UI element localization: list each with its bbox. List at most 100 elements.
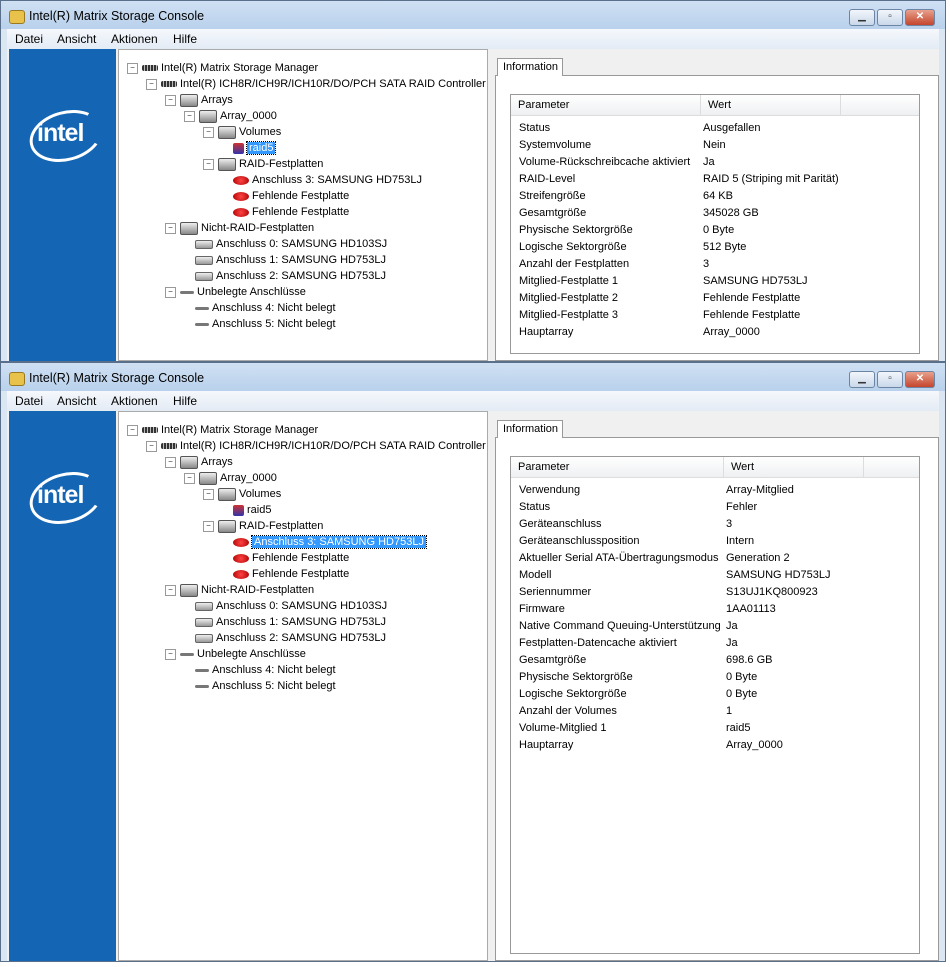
minimize-button[interactable]: ▁ bbox=[849, 371, 875, 388]
collapse-toggle[interactable]: − bbox=[165, 456, 176, 468]
tab-information[interactable]: Information bbox=[497, 58, 563, 76]
menu-hilfe[interactable]: Hilfe bbox=[173, 32, 198, 46]
collapse-toggle[interactable]: − bbox=[203, 488, 214, 500]
collapse-toggle[interactable]: − bbox=[127, 62, 138, 74]
menu-aktionen[interactable]: Aktionen bbox=[111, 32, 158, 46]
tab-information[interactable]: Information bbox=[497, 420, 563, 438]
tree-item[interactable]: −Intel(R) Matrix Storage Manager bbox=[127, 422, 318, 438]
tree-item[interactable]: −RAID-Festplatten bbox=[203, 518, 323, 534]
tree-item[interactable]: Anschluss 3: SAMSUNG HD753LJ bbox=[218, 534, 427, 550]
tree-item[interactable]: −Array_0000 bbox=[184, 108, 277, 124]
collapse-toggle[interactable]: − bbox=[165, 648, 176, 660]
column-header-wert[interactable]: Wert bbox=[724, 457, 864, 477]
device-tree[interactable]: −Intel(R) Matrix Storage Manager−Intel(R… bbox=[118, 49, 488, 361]
maximize-button[interactable]: ▫ bbox=[877, 371, 903, 388]
title-bar[interactable]: Intel(R) Matrix Storage Console ▁▫✕ bbox=[1, 363, 945, 391]
collapse-toggle[interactable]: − bbox=[203, 158, 214, 170]
tree-item[interactable]: Fehlende Festplatte bbox=[218, 566, 349, 582]
tree-item[interactable]: −Volumes bbox=[203, 486, 281, 502]
collapse-toggle[interactable]: − bbox=[165, 222, 176, 234]
collapse-toggle[interactable]: − bbox=[165, 94, 176, 106]
tree-item[interactable]: Anschluss 5: Nicht belegt bbox=[180, 316, 336, 332]
collapse-toggle[interactable]: − bbox=[127, 424, 138, 436]
maximize-button[interactable]: ▫ bbox=[877, 9, 903, 26]
collapse-toggle[interactable]: − bbox=[165, 584, 176, 596]
menu-datei[interactable]: Datei bbox=[15, 394, 44, 408]
device-tree[interactable]: −Intel(R) Matrix Storage Manager−Intel(R… bbox=[118, 411, 488, 961]
tree-item[interactable]: Anschluss 2: SAMSUNG HD753LJ bbox=[180, 630, 386, 646]
collapse-toggle[interactable]: − bbox=[203, 126, 214, 138]
tree-item[interactable]: Anschluss 1: SAMSUNG HD753LJ bbox=[180, 252, 386, 268]
collapse-toggle[interactable]: − bbox=[203, 520, 214, 532]
tree-item[interactable]: Anschluss 4: Nicht belegt bbox=[180, 662, 336, 678]
tree-item[interactable]: Anschluss 3: SAMSUNG HD753LJ bbox=[218, 172, 422, 188]
tree-item[interactable]: −Nicht-RAID-Festplatten bbox=[165, 220, 314, 236]
menu-aktionen[interactable]: Aktionen bbox=[111, 394, 158, 408]
tree-item[interactable]: Fehlende Festplatte bbox=[218, 550, 349, 566]
tree-item[interactable]: −Nicht-RAID-Festplatten bbox=[165, 582, 314, 598]
tree-item[interactable]: Anschluss 2: SAMSUNG HD753LJ bbox=[180, 268, 386, 284]
close-button[interactable]: ✕ bbox=[905, 9, 935, 26]
collapse-toggle[interactable]: − bbox=[165, 286, 176, 298]
title-bar[interactable]: Intel(R) Matrix Storage Console ▁▫✕ bbox=[1, 1, 945, 29]
tree-item[interactable]: −Intel(R) ICH8R/ICH9R/ICH10R/DO/PCH SATA… bbox=[146, 438, 486, 454]
tree-item[interactable]: −Intel(R) Matrix Storage Manager bbox=[127, 60, 318, 76]
column-header-wert[interactable]: Wert bbox=[701, 95, 841, 115]
tree-item[interactable]: Fehlende Festplatte bbox=[218, 188, 349, 204]
tree-item[interactable]: raid5 bbox=[218, 502, 271, 518]
collapse-toggle[interactable]: − bbox=[146, 440, 157, 452]
tree-item[interactable]: −Unbelegte Anschlüsse bbox=[165, 646, 306, 662]
close-button[interactable]: ✕ bbox=[905, 371, 935, 388]
collapse-toggle[interactable]: − bbox=[146, 78, 157, 90]
tree-item[interactable]: Anschluss 5: Nicht belegt bbox=[180, 678, 336, 694]
collapse-toggle[interactable]: − bbox=[184, 472, 195, 484]
tree-item[interactable]: Anschluss 0: SAMSUNG HD103SJ bbox=[180, 598, 387, 614]
tree-item[interactable]: −Volumes bbox=[203, 124, 281, 140]
collapse-toggle[interactable]: − bbox=[184, 110, 195, 122]
column-header-parameter[interactable]: Parameter bbox=[511, 457, 724, 477]
tree-item[interactable]: −Unbelegte Anschlüsse bbox=[165, 284, 306, 300]
tree-item[interactable]: Anschluss 1: SAMSUNG HD753LJ bbox=[180, 614, 386, 630]
tree-item[interactable]: −Arrays bbox=[165, 454, 233, 470]
tree-item[interactable]: −Intel(R) ICH8R/ICH9R/ICH10R/DO/PCH SATA… bbox=[146, 76, 486, 92]
tree-item[interactable]: −RAID-Festplatten bbox=[203, 156, 323, 172]
tree-item[interactable]: −Array_0000 bbox=[184, 470, 277, 486]
minimize-button[interactable]: ▁ bbox=[849, 9, 875, 26]
tree-item[interactable]: raid5 bbox=[218, 140, 277, 156]
menu-hilfe[interactable]: Hilfe bbox=[173, 394, 198, 408]
menu-ansicht[interactable]: Ansicht bbox=[57, 32, 97, 46]
menu-datei[interactable]: Datei bbox=[15, 32, 44, 46]
tree-item[interactable]: Anschluss 4: Nicht belegt bbox=[180, 300, 336, 316]
column-header-parameter[interactable]: Parameter bbox=[511, 95, 701, 115]
menu-ansicht[interactable]: Ansicht bbox=[57, 394, 97, 408]
